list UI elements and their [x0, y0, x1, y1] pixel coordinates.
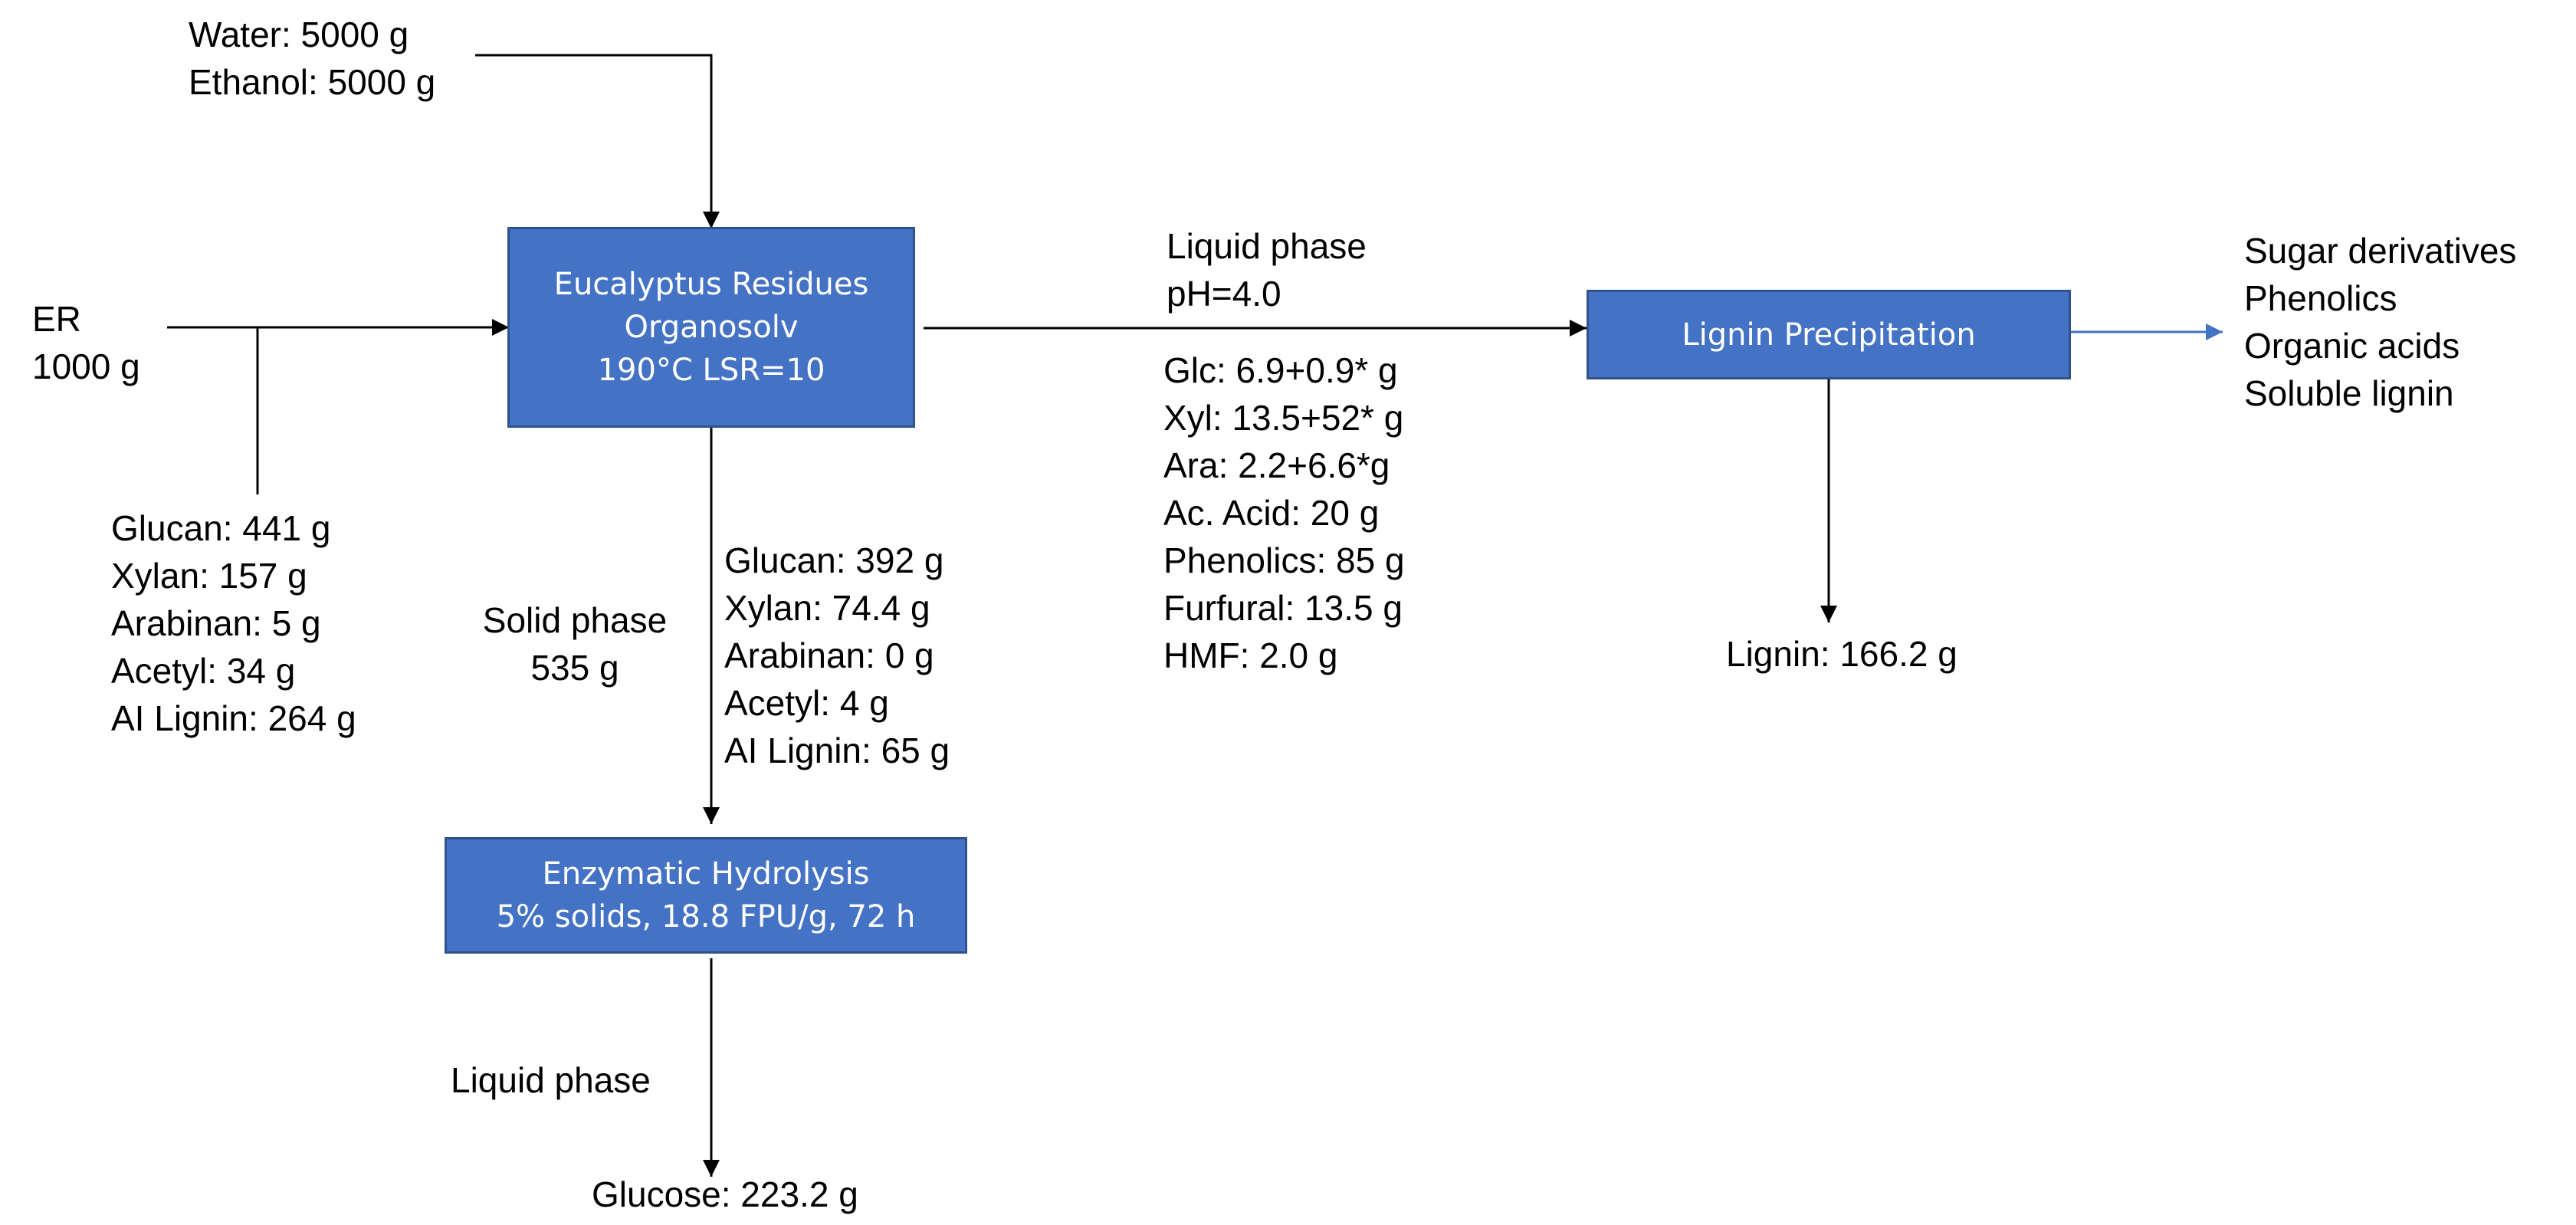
glucose-output: Glucose: 223.2 g	[592, 1174, 858, 1214]
feed-xylan: Xylan: 157 g	[111, 556, 307, 596]
feed-arabinan: Arabinan: 5 g	[111, 603, 321, 643]
liquid-composition: Glc: 6.9+0.9* g Xyl: 13.5+52* g Ara: 2.2…	[1163, 346, 1405, 679]
feed-glucan: Glucan: 441 g	[111, 508, 331, 548]
liquid-xyl: Xyl: 13.5+52* g	[1163, 398, 1404, 438]
solid-acetyl: Acetyl: 4 g	[724, 683, 889, 723]
organosolv-box: Eucalyptus Residues Organosolv 190°C LSR…	[507, 227, 915, 428]
feed-composition: Glucan: 441 g Xylan: 157 g Arabinan: 5 g…	[111, 504, 356, 742]
byproducts-list: Sugar derivatives Phenolics Organic acid…	[2244, 227, 2516, 417]
byproduct-soluble-lignin: Soluble lignin	[2244, 373, 2454, 413]
solvent-ethanol: Ethanol: 5000 g	[189, 62, 436, 102]
solvent-water: Water: 5000 g	[189, 15, 409, 54]
organosolv-title: Eucalyptus Residues	[553, 267, 869, 302]
byproduct-organic-acids: Organic acids	[2244, 326, 2460, 366]
enzymatic-hydrolysis-box: Enzymatic Hydrolysis 5% solids, 18.8 FPU…	[445, 837, 967, 954]
solid-ai-lignin: AI Lignin: 65 g	[724, 731, 950, 770]
liquid-phenolics: Phenolics: 85 g	[1163, 540, 1405, 580]
feed-label: ER 1000 g	[32, 295, 140, 390]
liquid-furfural: Furfural: 13.5 g	[1163, 588, 1403, 628]
hydrolysis-title: Enzymatic Hydrolysis	[542, 856, 870, 892]
liquid-acetic-acid: Ac. Acid: 20 g	[1163, 493, 1380, 533]
liquid-phase-title: Liquid phase	[1167, 226, 1367, 266]
liquid-glc: Glc: 6.9+0.9* g	[1163, 350, 1398, 390]
solid-xylan: Xylan: 74.4 g	[724, 588, 930, 628]
solid-phase-mass: 535 g	[530, 648, 619, 688]
liquid-hmf: HMF: 2.0 g	[1163, 635, 1338, 675]
solvent-label: Water: 5000 g Ethanol: 5000 g	[189, 11, 435, 106]
solid-arabinan: Arabinan: 0 g	[724, 635, 934, 675]
solvent-arrow	[475, 54, 720, 228]
lignin-precipitation-box: Lignin Precipitation	[1587, 290, 2071, 379]
lignin-precipitation-title: Lignin Precipitation	[1682, 317, 1976, 353]
feed-name: ER	[32, 299, 81, 339]
solid-glucan: Glucan: 392 g	[724, 540, 944, 580]
solid-phase-label: Solid phase 535 g	[460, 596, 690, 691]
byproduct-sugar-derivatives: Sugar derivatives	[2244, 231, 2517, 271]
liquid-ara: Ara: 2.2+6.6*g	[1163, 445, 1390, 485]
hydrolysis-liquid-label: Liquid phase	[451, 1060, 651, 1100]
organosolv-subtitle: Organosolv	[624, 310, 799, 345]
hydrolysis-conditions: 5% solids, 18.8 FPU/g, 72 h	[496, 899, 916, 934]
feed-mass: 1000 g	[32, 346, 140, 386]
lignin-output: Lignin: 166.2 g	[1726, 634, 1957, 674]
solid-phase-title: Solid phase	[482, 600, 668, 640]
byproduct-phenolics: Phenolics	[2244, 278, 2397, 318]
liquid-phase-ph: pH=4.0	[1167, 274, 1281, 314]
liquid-phase-label: Liquid phase pH=4.0	[1167, 222, 1367, 317]
solid-composition: Glucan: 392 g Xylan: 74.4 g Arabinan: 0 …	[724, 537, 950, 774]
feed-acetyl: Acetyl: 34 g	[111, 651, 296, 691]
organosolv-conditions: 190°C LSR=10	[597, 353, 825, 388]
feed-ai-lignin: AI Lignin: 264 g	[111, 698, 356, 738]
